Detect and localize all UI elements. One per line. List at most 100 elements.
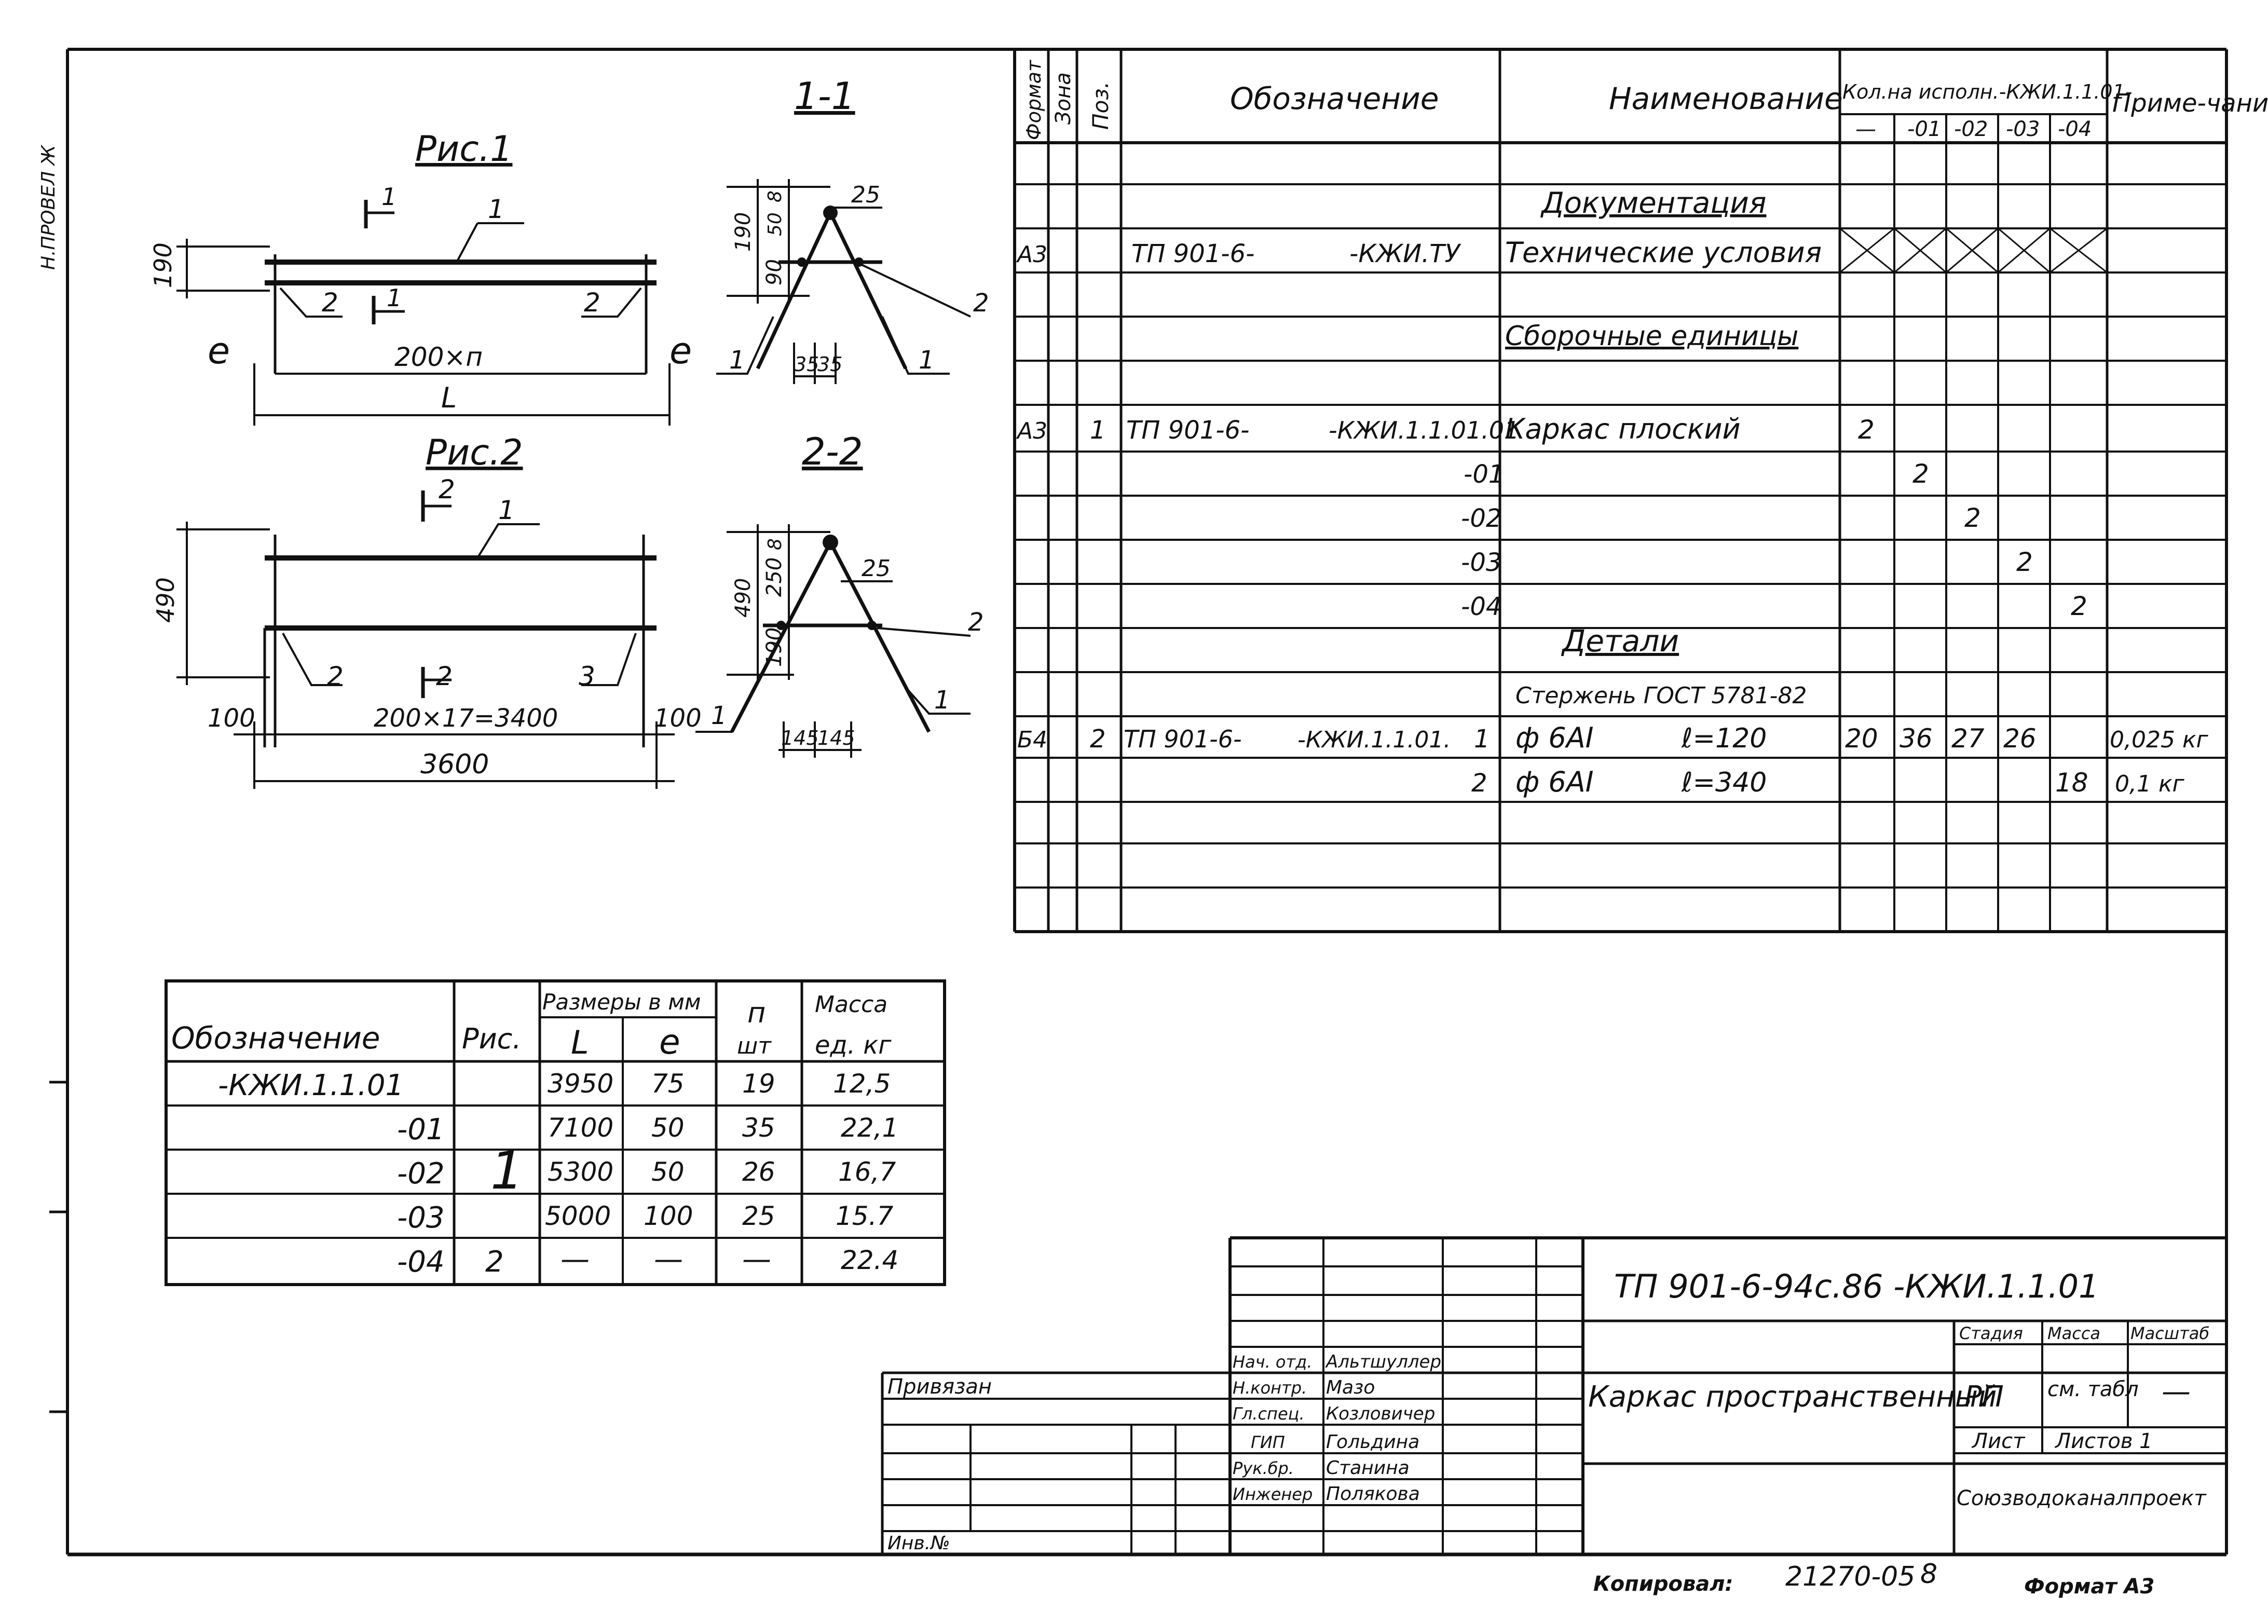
- spec-section-docs: Документация: [1540, 186, 1766, 220]
- sizes-row0-L: 3950: [548, 1069, 613, 1099]
- section22-callout-left: 1: [711, 701, 727, 730]
- spec-detail1-qty-2: 27: [1951, 724, 1985, 754]
- spec-header-designation: Обозначение: [1230, 81, 1439, 116]
- footer-number: 21270-05: [1785, 1561, 1915, 1592]
- sizes-row2-L: 5300: [548, 1157, 613, 1187]
- section11-callout-2: 2: [973, 289, 989, 318]
- figure-2: Рис.2 490 200×17=3400 3600 100 100 2 2 1…: [152, 432, 702, 789]
- spec-variant-03-qty: 2: [2016, 547, 2033, 577]
- sizes-row4-e: —: [654, 1243, 683, 1276]
- sizes-header-fig: Рис.: [462, 1022, 522, 1055]
- sizes-row4-n: —: [742, 1243, 771, 1276]
- title-block-scale: —: [2162, 1375, 2191, 1409]
- spec-header-zone: Зона: [1051, 72, 1075, 125]
- section11-dim-bottom-left: 35: [794, 353, 819, 376]
- fig1-end-left: е: [208, 330, 230, 372]
- spec-detail1-qty-3: 26: [2003, 724, 2037, 754]
- spec-header-qty-1: -01: [1907, 117, 1941, 141]
- section22-dim-190: 190: [762, 627, 786, 667]
- spec-doc-format: А3: [1016, 241, 1047, 268]
- title-block-linked: Привязан: [887, 1375, 992, 1399]
- sizes-row1-L: 7100: [548, 1113, 613, 1143]
- spec-variant-01-qty: 2: [1912, 459, 1929, 489]
- staff-role-0: Нач. отд.: [1233, 1352, 1312, 1372]
- sizes-header-n: п: [747, 997, 766, 1029]
- spec-header-qty-0: —: [1855, 117, 1876, 141]
- spec-detail2-name: ф 6АI: [1515, 766, 1594, 798]
- staff-role-5: Инженер: [1233, 1484, 1313, 1504]
- sizes-table: Обозначение Рис. Размеры в мм L е п шт М…: [165, 979, 946, 1286]
- staff-name-2: Козловичер: [1326, 1403, 1435, 1424]
- sizes-row3-designation: -03: [397, 1201, 444, 1235]
- sizes-row1-mass: 22,1: [841, 1113, 898, 1143]
- sizes-header-mass: Масса: [815, 991, 887, 1018]
- title-block-title: Каркас пространственный: [1588, 1380, 1997, 1414]
- section22-callout-right: 1: [934, 686, 950, 715]
- sizes-header-mass-unit: ед. кг: [815, 1031, 892, 1060]
- fig2-section-mark-bottom: 2: [436, 661, 453, 691]
- sizes-row4-fig: 2: [485, 1245, 504, 1279]
- fig1-callout-1: 1: [488, 194, 504, 224]
- sizes-row0-designation: -КЖИ.1.1.01: [218, 1069, 404, 1102]
- fig1-dim-span: 200×п: [394, 342, 483, 372]
- section11-dim-190: 190: [731, 212, 755, 252]
- sizes-row3-mass: 15.7: [836, 1201, 894, 1231]
- spec-detail1-note: 0,025 кг: [2110, 727, 2209, 753]
- footer-copied: Копировал:: [1593, 1572, 1733, 1596]
- sizes-row4-mass: 22.4: [841, 1245, 898, 1275]
- spec-detail1-qty-0: 20: [1845, 724, 1878, 754]
- fig2-dim-span: 200×17=3400: [374, 704, 558, 733]
- title-block-stage: РП: [1964, 1380, 2004, 1414]
- staff-role-4: Рук.бр.: [1233, 1458, 1294, 1478]
- section22-dim-bottom-left: 145: [781, 727, 819, 749]
- spec-detail2-sub: 2: [1471, 769, 1487, 798]
- spec-unit-pos: 1: [1090, 416, 1106, 445]
- spec-variant-04: -04: [1461, 592, 1501, 621]
- spec-section-units: Сборочные единицы: [1505, 321, 1798, 352]
- spec-doc-designation-a: ТП 901-6-: [1131, 239, 1254, 268]
- spec-unit-name: Каркас плоский: [1505, 413, 1741, 445]
- sizes-row2-mass: 16,7: [838, 1157, 896, 1187]
- staff-name-5: Полякова: [1326, 1483, 1420, 1505]
- title-block-sheets-label: Листов 1: [2054, 1429, 2153, 1453]
- fig2-end-right: 100: [654, 704, 702, 733]
- section22-dim-top: 25: [862, 555, 891, 582]
- title-block-code: ТП 901-6-94с.86 -КЖИ.1.1.01: [1614, 1267, 2099, 1305]
- title-block-stage-label: Стадия: [1959, 1323, 2023, 1343]
- spec-unit-designation-b: -КЖИ.1.1.01.01: [1329, 416, 1519, 444]
- spec-detail2-length: ℓ=340: [1681, 767, 1767, 798]
- spec-variant-04-qty: 2: [2071, 591, 2087, 621]
- sizes-row4-designation: -04: [397, 1245, 444, 1279]
- title-block-sheet-label: Лист: [1971, 1429, 2026, 1453]
- spec-unit-format: А3: [1016, 418, 1047, 444]
- spec-header-pos: Поз.: [1088, 81, 1113, 130]
- sizes-header-n-unit: шт: [737, 1033, 772, 1059]
- title-block-scale-label: Масштаб: [2130, 1323, 2209, 1343]
- spec-table: Формат Зона Поз. Обозначение Наименовани…: [1013, 49, 2268, 933]
- fig2-dim-height: 490: [152, 577, 180, 623]
- sizes-row2-e: 50: [651, 1157, 685, 1187]
- spec-header-qty: Кол.на исполн.-КЖИ.1.1.01-: [1842, 80, 2132, 103]
- title-block-mass: см. табл: [2047, 1377, 2139, 1401]
- section22-dim-bottom-right: 145: [817, 727, 855, 749]
- spec-header-name: Наименование: [1609, 81, 1843, 116]
- sizes-row3-e: 100: [644, 1201, 693, 1231]
- spec-detail1-designation-a: ТП 901-6-: [1124, 725, 1242, 753]
- spec-header-qty-3: -03: [2006, 117, 2040, 141]
- fig1-section-mark-bottom: 1: [387, 284, 402, 312]
- spec-variant-02: -02: [1461, 504, 1501, 533]
- section11-callout-right: 1: [919, 346, 935, 375]
- spec-detail-caption: Стержень ГОСТ 5781-82: [1515, 683, 1807, 709]
- side-stamp: Н.ПРОВЕЛ Ж: [38, 144, 59, 270]
- section11-dim-90: 90: [762, 259, 786, 285]
- staff-name-3: Гольдина: [1326, 1431, 1419, 1453]
- fig2-callout-3: 3: [579, 661, 595, 691]
- section22-title: 2-2: [802, 430, 863, 473]
- fig2-callout-1: 1: [498, 495, 515, 525]
- fig2-section-mark-top: 2: [439, 474, 455, 504]
- spec-detail1-length: ℓ=120: [1681, 723, 1767, 754]
- title-block-mass-label: Масса: [2047, 1323, 2100, 1343]
- section22-callout-2: 2: [968, 608, 984, 637]
- sizes-grid: [165, 979, 946, 1286]
